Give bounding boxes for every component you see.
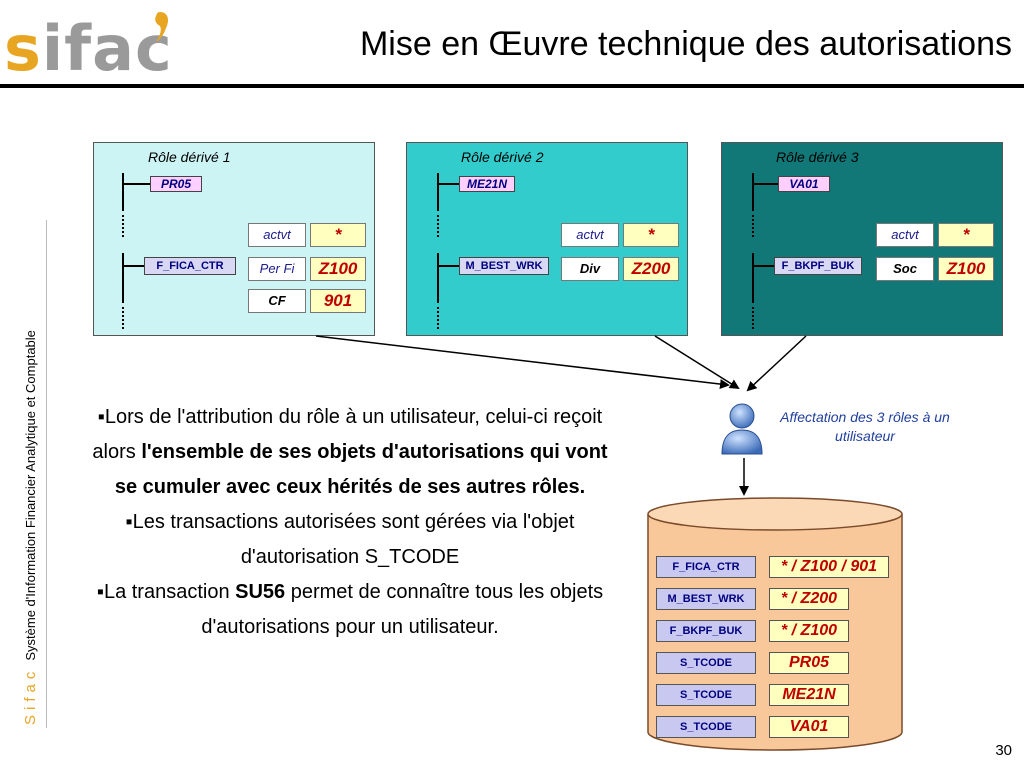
role-box-3: Rôle dérivé 3 VA01 F_BKPF_BUK actvt Soc … xyxy=(721,142,1003,336)
db-value: VA01 xyxy=(769,716,849,738)
field-cell: Per Fi xyxy=(248,257,306,281)
tree-dots xyxy=(437,215,439,237)
db-value: * / Z100 / 901 xyxy=(769,556,889,578)
user-icon xyxy=(721,403,763,455)
value-cell: * xyxy=(623,223,679,247)
logo-letter-i: i xyxy=(41,12,65,85)
db-value: * / Z200 xyxy=(769,588,849,610)
tree-line xyxy=(752,253,754,303)
sidebar-caption: Sifac Système d'Information Financier Ana… xyxy=(22,330,40,725)
role-title: Rôle dérivé 1 xyxy=(148,149,231,165)
role-box-1: Rôle dérivé 1 PR05 F_FICA_CTR actvt Per … xyxy=(93,142,375,336)
value-cell: Z200 xyxy=(623,257,679,281)
tree-dots xyxy=(437,307,439,329)
arrow-role3-to-user xyxy=(746,335,807,392)
tree-dots xyxy=(122,307,124,329)
value-cell: Z100 xyxy=(938,257,994,281)
value-cell: Z100 xyxy=(310,257,366,281)
db-value: * / Z100 xyxy=(769,620,849,642)
field-cell: CF xyxy=(248,289,306,313)
paragraph-2: ▪Les transactions autorisées sont gérées… xyxy=(125,511,575,568)
tree-line xyxy=(122,253,124,303)
sifac-logo: sifac xyxy=(4,6,184,84)
value-cell: * xyxy=(310,223,366,247)
value-cell: * xyxy=(938,223,994,247)
db-object: S_TCODE xyxy=(656,684,756,706)
db-object: F_BKPF_BUK xyxy=(656,620,756,642)
auth-object: M_BEST_WRK xyxy=(459,257,549,275)
text: permet de connaître tous les objets d'au… xyxy=(201,581,604,638)
tree-line xyxy=(437,183,459,185)
arrow-role1-to-user xyxy=(315,335,730,390)
arrow-role2-to-user xyxy=(654,335,740,390)
text-bold: SU56 xyxy=(235,581,286,603)
assignment-label: Affectation des 3 rôles à un utilisateur xyxy=(780,409,950,444)
db-object: M_BEST_WRK xyxy=(656,588,756,610)
tree-line xyxy=(122,265,144,267)
db-value: PR05 xyxy=(769,652,849,674)
db-object: S_TCODE xyxy=(656,652,756,674)
page-number: 30 xyxy=(995,742,1012,759)
field-cell: Div xyxy=(561,257,619,281)
tree-dots xyxy=(752,215,754,237)
field-cell: actvt xyxy=(248,223,306,247)
text: ▪Lors de l'attribution du rôle à un util… xyxy=(92,406,603,463)
title-divider xyxy=(0,84,1024,88)
text: ▪La transaction xyxy=(96,581,236,603)
tree-dots xyxy=(752,307,754,329)
auth-object: F_BKPF_BUK xyxy=(774,257,862,275)
tree-line xyxy=(437,253,439,303)
field-cell: actvt xyxy=(561,223,619,247)
role-title: Rôle dérivé 3 xyxy=(776,149,859,165)
field-cell: actvt xyxy=(876,223,934,247)
logo-leaf-icon xyxy=(155,12,168,42)
logo-letter-s: s xyxy=(4,12,42,85)
role-title: Rôle dérivé 2 xyxy=(461,149,544,165)
tree-line xyxy=(437,265,459,267)
sidebar-brand: Sifac xyxy=(22,666,39,725)
tree-line xyxy=(752,265,774,267)
db-value: ME21N xyxy=(769,684,849,706)
role-tag: ME21N xyxy=(459,176,515,192)
db-object: F_FICA_CTR xyxy=(656,556,756,578)
tree-dots xyxy=(122,215,124,237)
db-object: S_TCODE xyxy=(656,716,756,738)
tree-line xyxy=(122,173,124,211)
role-tag: PR05 xyxy=(150,176,202,192)
paragraph-1: ▪Lors de l'attribution du rôle à un util… xyxy=(80,400,620,505)
auth-object: F_FICA_CTR xyxy=(144,257,236,275)
body-text: ▪Lors de l'attribution du rôle à un util… xyxy=(80,400,620,645)
page-title: Mise en Œuvre technique des autorisation… xyxy=(359,25,1012,63)
tree-line xyxy=(122,183,150,185)
tree-line xyxy=(752,173,754,211)
tree-line xyxy=(437,173,439,211)
role-tag: VA01 xyxy=(778,176,830,192)
logo-letters-fac: fac xyxy=(64,12,173,85)
sidebar-subtitle: Système d'Information Financier Analytiq… xyxy=(23,330,38,661)
field-cell: Soc xyxy=(876,257,934,281)
value-cell: 901 xyxy=(310,289,366,313)
role-box-2: Rôle dérivé 2 ME21N M_BEST_WRK actvt Div… xyxy=(406,142,688,336)
tree-line xyxy=(752,183,778,185)
text-bold: l'ensemble de ses objets d'autorisations… xyxy=(114,441,608,498)
paragraph-3: ▪La transaction SU56 permet de connaître… xyxy=(80,575,620,645)
sidebar-divider xyxy=(46,220,47,728)
